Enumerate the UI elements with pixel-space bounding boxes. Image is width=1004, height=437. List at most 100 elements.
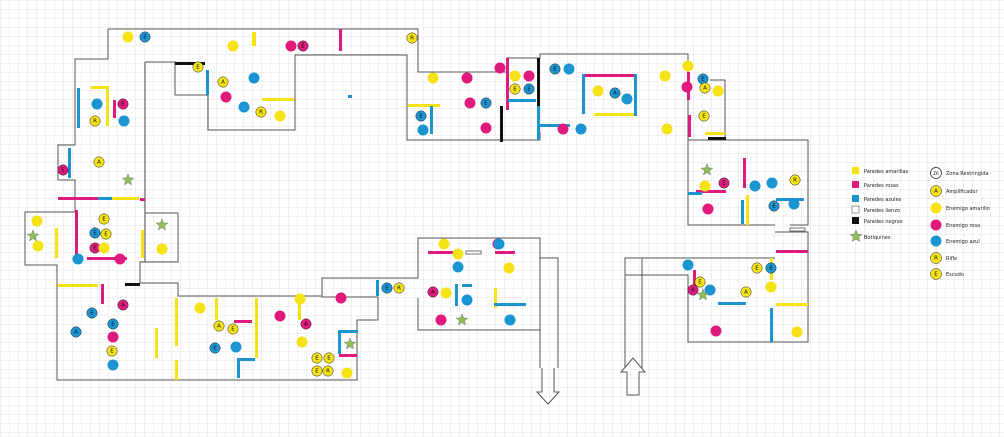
legend-label: Paredes negras (864, 219, 903, 225)
token-letter: E (90, 310, 94, 316)
token-letter: E (484, 100, 488, 106)
blue-enemy-token (575, 123, 587, 135)
rifle-token (789, 174, 801, 186)
pink-enemy-token (461, 72, 473, 84)
legend-zr-letter: ZR (933, 171, 939, 176)
yellow-enemy-token (452, 248, 464, 260)
token-letter: E (702, 113, 706, 119)
token-letter: E (327, 355, 331, 361)
pink-enemy-token (220, 91, 232, 103)
token-letter: R (326, 368, 330, 374)
amplifier-token (300, 318, 312, 330)
blue-enemy-token (248, 72, 260, 84)
legend-pink-enemy-icon (930, 219, 942, 231)
token-letter: A (613, 90, 617, 96)
pink-enemy-token (335, 292, 347, 304)
token-letter: E (93, 245, 97, 251)
token-letter: E (419, 113, 423, 119)
yellow-enemy-token (31, 215, 43, 227)
token-letter: E (513, 86, 517, 92)
shield-token (57, 164, 69, 176)
blue-enemy-token (682, 259, 694, 271)
blue-enemy-token (504, 314, 516, 326)
shield-token (311, 352, 323, 364)
blue-enemy-token (238, 101, 250, 113)
token-letter: A (74, 329, 78, 335)
yellow-enemy-token (699, 180, 711, 192)
legend-label: Enemigo azul (946, 239, 980, 245)
token-letter: E (102, 216, 106, 222)
shield-token (98, 213, 110, 225)
amplifier-token (93, 156, 105, 168)
token-letter: E (61, 167, 65, 173)
token-letter: E (315, 355, 319, 361)
yellow-enemy-token (296, 336, 308, 348)
pink-enemy-token (435, 314, 447, 326)
amplifier-token (70, 326, 82, 338)
shield-token (765, 262, 777, 274)
yellow-enemy-token (32, 240, 44, 252)
token-letter: E (769, 265, 773, 271)
pink-enemy-token (480, 122, 492, 134)
token-letter: E (527, 86, 531, 92)
token-letter: A (691, 287, 695, 293)
rifle-token (255, 106, 267, 118)
yellow-enemy-token (438, 238, 450, 250)
token-letter: R (93, 118, 97, 124)
amplifier-token (609, 87, 621, 99)
token-letter: E (698, 279, 702, 285)
shield-token (117, 98, 129, 110)
token-letter: A (97, 159, 101, 165)
shield-token (698, 110, 710, 122)
shield-token (311, 365, 323, 377)
legend-rifle-icon (930, 252, 942, 264)
blue-enemy-token (704, 284, 716, 296)
shield-token (297, 40, 309, 52)
pink-enemy-token (523, 70, 535, 82)
legend-label: Escudo (946, 272, 964, 278)
blue-enemy-token (417, 124, 429, 136)
pink-enemy-token (285, 40, 297, 52)
legend: Paredes amarillas Paredes rosas Paredes … (849, 167, 990, 280)
yellow-enemy-token (227, 40, 239, 52)
rifle-token (393, 282, 405, 294)
legend-label: Paredes amarillas (864, 169, 909, 175)
yellow-enemy-token (194, 302, 206, 314)
black-walls (125, 58, 726, 286)
legend-e-letter: E (934, 271, 938, 277)
amplifier-token (427, 286, 439, 298)
shield-token (751, 262, 763, 274)
yellow-enemy-token (712, 85, 724, 97)
pink-enemy-token (494, 62, 506, 74)
legend-label: Paredes lienzo (864, 208, 900, 214)
rifle-token (322, 365, 334, 377)
shield-token (768, 200, 780, 212)
token-letter: R (410, 35, 414, 41)
medkit-star-icon (700, 163, 714, 176)
legend-white-swatch (851, 205, 860, 214)
canvas-walls (465, 227, 806, 255)
legend-a-letter: A (934, 188, 938, 194)
yellow-enemy-token (98, 242, 110, 254)
medkit-star-icon (155, 218, 169, 231)
shield-token (549, 63, 561, 75)
shield-token (89, 227, 101, 239)
pink-enemy-token (107, 331, 119, 343)
blue-enemy-token (766, 177, 778, 189)
pink-enemy-token (681, 81, 693, 93)
legend-medkit-star-icon (849, 229, 863, 242)
yellow-enemy-token (427, 72, 439, 84)
legend-shield-icon (930, 268, 942, 280)
token-letter: A (221, 79, 225, 85)
yellow-enemy-token (503, 262, 515, 274)
token-letter: R (793, 177, 797, 183)
shield-token (523, 83, 535, 95)
legend-pink-swatch (852, 181, 859, 188)
blue-enemy-token (118, 115, 130, 127)
pink-enemy-token (710, 325, 722, 337)
yellow-enemy-token (661, 123, 673, 135)
token-letter: E (121, 101, 125, 107)
token-letter: A (703, 85, 707, 91)
shield-token (106, 345, 118, 357)
yellow-enemy-token (156, 243, 168, 255)
